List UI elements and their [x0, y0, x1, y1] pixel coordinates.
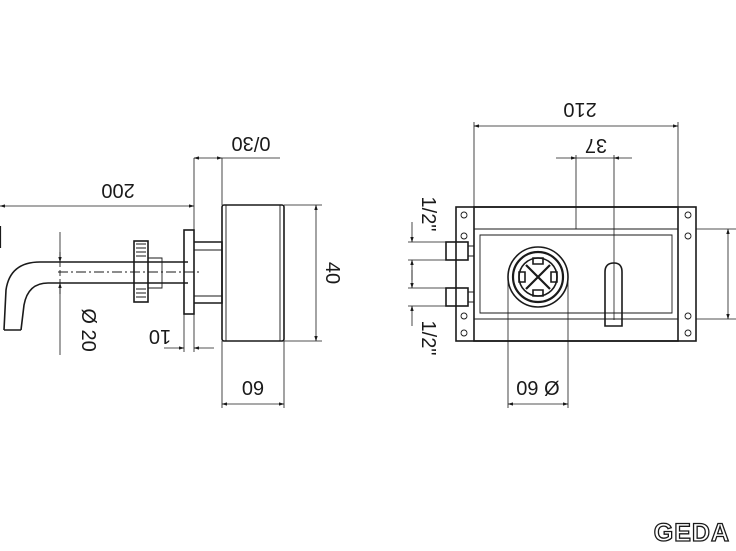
cartridge: [507, 246, 569, 308]
dim-lever-offset: 37: [556, 134, 632, 320]
dim-plate-thickness-label: 10: [149, 325, 171, 347]
dim-spout-diameter-label: Ø 20: [77, 308, 99, 351]
mixer-body: [221, 204, 285, 342]
geda-logo: GEDA: [654, 519, 730, 547]
lower-inlet-fitting: [445, 287, 474, 307]
lever-slot: [604, 262, 623, 327]
dim-spout-length-label: 200: [101, 179, 134, 201]
dim-upper-inlet: 1/2": [408, 197, 446, 280]
dim-overall-width: 210: [473, 98, 679, 207]
front-view: 210 37 Ø 60 1/2" 1/2": [408, 98, 736, 408]
side-view: 200 0/30 Ø 20 10 40: [0, 132, 343, 408]
dim-spout-length: 200: [0, 179, 195, 230]
dim-lower-inlet-label: 1/2": [417, 321, 439, 356]
dim-spout-diameter: Ø 20: [58, 232, 99, 355]
upper-inlet-fitting: [445, 241, 474, 261]
dim-plate-thickness: 10: [149, 314, 214, 352]
dim-upper-inlet-label: 1/2": [417, 197, 439, 232]
dim-cartridge-diameter: Ø 60: [507, 277, 569, 408]
dim-right-height: [696, 228, 736, 320]
dim-lever-offset-label: 37: [585, 134, 607, 156]
knurled-nut: [133, 240, 184, 303]
dim-lower-inlet: 1/2": [408, 270, 446, 355]
dim-cartridge-diameter-label: Ø 60: [516, 376, 559, 398]
dim-body-height: 40: [284, 204, 343, 342]
dim-overall-width-label: 210: [563, 98, 596, 120]
dim-projection: 0/30: [193, 132, 280, 206]
spout: [0, 226, 200, 331]
dim-body-depth: 60: [221, 341, 285, 408]
dim-body-depth-label: 60: [242, 376, 264, 398]
dim-body-height-label: 40: [321, 262, 343, 284]
dim-projection-label: 0/30: [232, 132, 271, 154]
